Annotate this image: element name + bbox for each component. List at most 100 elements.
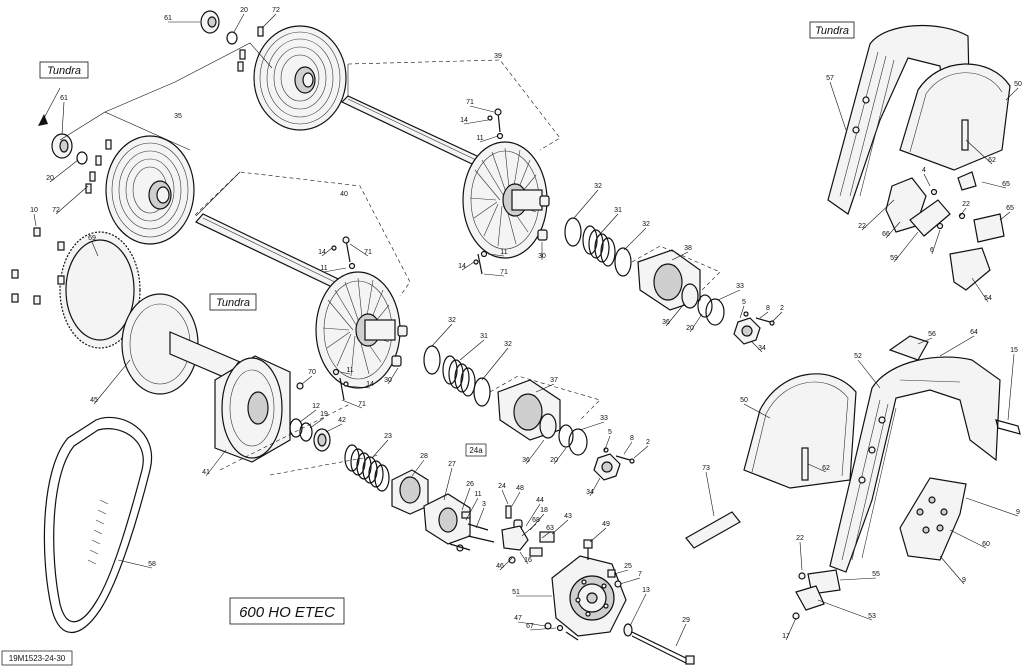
callout-71c: 71	[500, 269, 508, 276]
bracket-hardware-66-59-54	[885, 171, 1005, 291]
callout-30b: 30	[384, 377, 392, 384]
fasteners-49-25-7	[583, 539, 622, 588]
callout-leader-14b	[321, 247, 333, 257]
callout-leader-43	[551, 519, 569, 535]
callout-leader-26	[461, 487, 471, 511]
guard-bracket-57-upper	[827, 24, 971, 215]
callout-leader-16	[519, 551, 529, 565]
callout-leader-11a	[479, 135, 499, 143]
callout-leader-2b	[633, 445, 649, 459]
callout-leader-11d	[339, 371, 351, 375]
callout-68: 68	[532, 517, 540, 524]
callout-leader-53	[817, 599, 873, 621]
label-box-tundra-mid: Tundra	[209, 293, 257, 311]
callout-leader-34a	[751, 341, 763, 353]
callout-leader-68	[521, 523, 537, 537]
callout-leader-11b	[487, 253, 505, 257]
callout-leader-28	[411, 459, 425, 477]
callout-leader-67	[529, 627, 557, 631]
callout-leader-36b	[525, 439, 545, 465]
callout-leader-58	[117, 559, 153, 569]
callout-17: 17	[782, 633, 790, 640]
callout-14c: 14	[458, 263, 466, 270]
callout-leader-38	[671, 251, 689, 261]
callout-leader-31a	[599, 213, 619, 235]
callout-leader-6	[931, 229, 941, 255]
callout-leader-52	[857, 359, 881, 389]
roller-assembly-24	[501, 505, 555, 564]
washer-33-upper	[705, 298, 725, 326]
screws-8-2-lower	[603, 447, 635, 464]
callout-31a: 31	[614, 207, 622, 214]
callout-62b: 62	[822, 465, 830, 472]
spring-23	[344, 444, 390, 492]
callout-leader-44	[525, 503, 541, 527]
bearing-61-lower	[51, 133, 73, 159]
callout-71b: 71	[364, 249, 372, 256]
callout-leader-54	[971, 277, 989, 303]
callout-56: 56	[928, 331, 936, 338]
callout-leader-42	[325, 423, 343, 433]
callout-30a: 30	[538, 253, 546, 260]
callout-14b: 14	[318, 249, 326, 256]
callout-leader-25	[613, 569, 629, 575]
callout-39: 39	[494, 53, 502, 60]
callout-67: 67	[526, 623, 534, 630]
callout-45: 45	[90, 397, 98, 404]
plate-60	[899, 477, 967, 561]
callout-73: 73	[702, 465, 710, 472]
callout-leader-49	[589, 527, 607, 543]
tundra-label-mid: Tundra	[216, 297, 250, 309]
callout-38: 38	[684, 245, 692, 252]
callout-8b: 8	[630, 435, 634, 442]
callout-leader-23	[371, 439, 389, 459]
callout-19: 19	[320, 411, 328, 418]
callout-5a: 5	[742, 299, 746, 306]
screws-72	[85, 26, 264, 194]
small-parts-26-3-11	[449, 511, 495, 552]
callout-61b: 61	[60, 95, 68, 102]
driven-sheave-upper	[462, 141, 548, 259]
callout-52: 52	[854, 353, 862, 360]
tundra-label-left: Tundra	[47, 65, 81, 77]
callout-62a: 62	[988, 157, 996, 164]
callout-6: 6	[930, 247, 934, 254]
cam-38	[637, 249, 701, 311]
guard-bracket-52-lower	[829, 356, 1001, 573]
callout-leader-3	[475, 507, 485, 529]
callout-33a: 33	[736, 283, 744, 290]
callout-leader-15	[1007, 353, 1015, 421]
callout-71d: 71	[358, 401, 366, 408]
callout-leader-22c	[799, 541, 803, 571]
washer-20-upper	[697, 294, 713, 318]
callout-11c: 11	[320, 265, 327, 272]
callout-12: 12	[312, 403, 320, 410]
callout-leader-64	[939, 335, 975, 357]
callout-32d: 32	[504, 341, 512, 348]
callout-44: 44	[536, 497, 544, 504]
callout-32c: 32	[448, 317, 456, 324]
callout-15: 15	[1010, 347, 1018, 354]
sheave-upper-rear	[253, 25, 347, 131]
callout-31b: 31	[480, 333, 488, 340]
callout-leader-34b	[589, 477, 601, 497]
callout-leader-71d	[341, 399, 363, 409]
washer-20-lower	[558, 424, 574, 448]
callout-leader-61b	[61, 101, 65, 135]
callout-leader-71a	[469, 105, 495, 113]
callout-40: 40	[340, 191, 348, 198]
callout-55: 55	[872, 571, 880, 578]
callout-leader-46	[499, 557, 513, 571]
callout-32a: 32	[594, 183, 602, 190]
callout-leader-60	[949, 529, 987, 549]
circlip-20	[76, 31, 238, 165]
label-box-tundra-right: Tundra	[809, 21, 855, 39]
callout-leader-41	[205, 449, 227, 477]
callout-26: 26	[466, 481, 474, 488]
callout-37: 37	[550, 377, 558, 384]
callout-65a: 65	[1002, 181, 1010, 188]
callout-35: 35	[174, 113, 182, 120]
callout-leader-8a	[759, 311, 769, 319]
